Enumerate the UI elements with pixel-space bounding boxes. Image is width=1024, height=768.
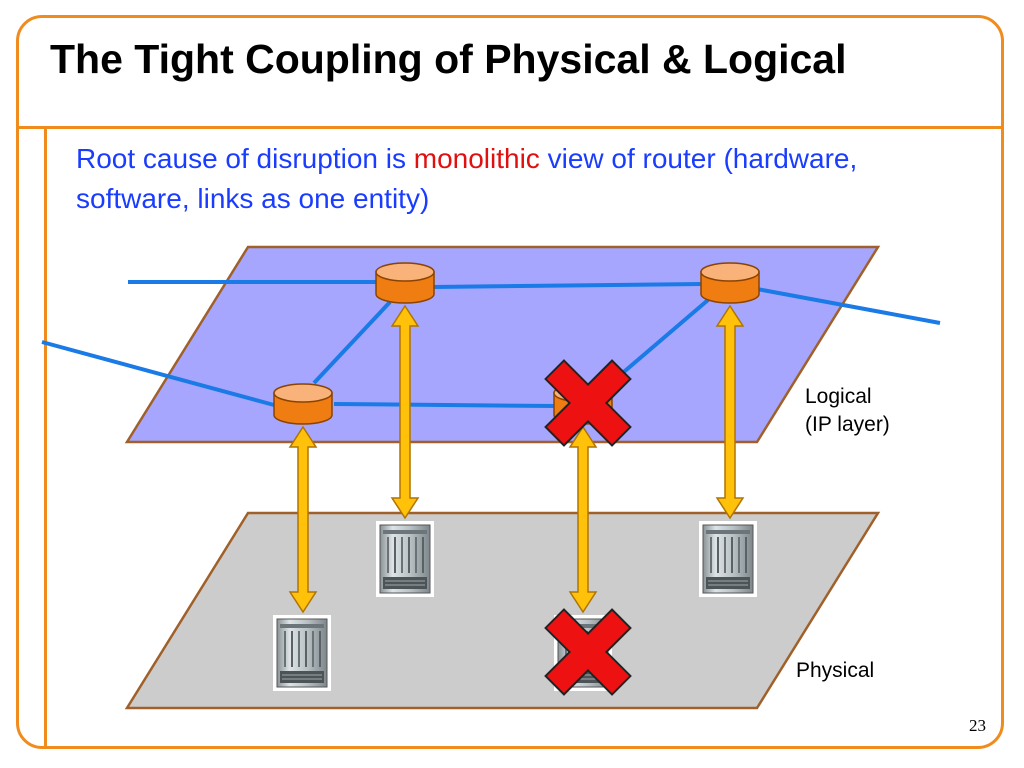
router-chassis-icon (698, 520, 758, 598)
slide-title: The Tight Coupling of Physical & Logical (50, 36, 847, 82)
coupling-arrows (288, 304, 745, 614)
logical-layer-label: Logical (IP layer) (805, 383, 890, 439)
router-chassis-icon (375, 520, 435, 598)
coupling-arrow (390, 304, 420, 520)
ip-link (431, 282, 703, 289)
subtitle-highlight: monolithic (413, 143, 540, 174)
router-cylinder-icon (700, 262, 760, 304)
slide-frame (16, 15, 1004, 749)
page-number: 23 (969, 716, 986, 735)
logical-label-line: (IP layer) (805, 413, 890, 436)
coupling-arrow (288, 425, 318, 614)
left-divider (44, 128, 47, 748)
router-cylinder-icon (273, 383, 333, 425)
subtitle-text-start: Root cause of disruption is (76, 143, 414, 174)
coupling-arrow (568, 425, 598, 614)
ip-link (41, 340, 275, 407)
title-divider (16, 126, 1004, 129)
ip-link (312, 300, 392, 385)
physical-layer-label: Physical (796, 659, 875, 682)
router-cylinder-icon (375, 262, 435, 304)
router-chassis-icon (272, 614, 332, 692)
ip-links (41, 280, 941, 408)
subtitle-text-end: view of router (hardware, software, link… (76, 143, 858, 214)
logical-label-line: Logical (805, 385, 872, 408)
physical-plane (124, 511, 881, 710)
coupling-arrow (715, 304, 745, 520)
logical-plane (124, 245, 881, 444)
slide-subtitle: Root cause of disruption is monolithic v… (76, 139, 976, 219)
ip-link (756, 287, 941, 325)
ip-link (333, 402, 557, 408)
